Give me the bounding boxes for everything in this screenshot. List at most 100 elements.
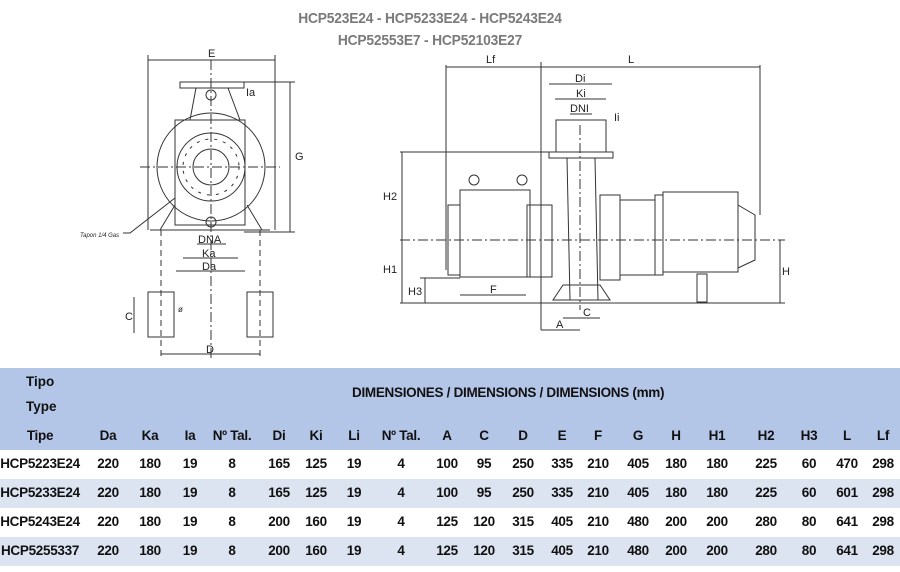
table-cell: 19 xyxy=(346,485,362,500)
table-cell: 125 xyxy=(305,485,327,500)
label-Lf: Lf xyxy=(486,54,496,66)
label-D: D xyxy=(206,344,214,356)
column-header: Ki xyxy=(309,428,323,443)
model-name-cell: HCP5255337 xyxy=(0,543,80,558)
label-L: L xyxy=(628,54,634,66)
table-cell: 641 xyxy=(836,543,858,558)
table-cell: 19 xyxy=(346,456,362,471)
table-cell: 160 xyxy=(305,543,327,558)
table-cell: 405 xyxy=(551,543,573,558)
column-header: Nº Tal. xyxy=(212,428,252,443)
label-H3: H3 xyxy=(408,286,422,298)
table-cell: 298 xyxy=(872,456,894,471)
table-cell: 470 xyxy=(836,456,858,471)
table-cell: 180 xyxy=(139,456,161,471)
table-cell: 405 xyxy=(551,514,573,529)
table-cell: 125 xyxy=(436,543,458,558)
table-cell: 641 xyxy=(836,514,858,529)
table-cell: 4 xyxy=(397,514,405,529)
table-cell: 165 xyxy=(268,485,290,500)
table-cell: 4 xyxy=(397,456,405,471)
table-cell: 200 xyxy=(665,543,687,558)
column-header: E xyxy=(557,428,567,443)
column-header: F xyxy=(594,428,602,443)
label-H: H xyxy=(782,266,790,278)
label-Ki: Ki xyxy=(576,88,586,100)
label-A: A xyxy=(556,319,564,331)
column-header: Ia xyxy=(184,428,196,443)
label-C-side: C xyxy=(583,307,591,319)
table-cell: 250 xyxy=(512,485,534,500)
column-header: H xyxy=(671,428,681,443)
table-cell: 250 xyxy=(512,456,534,471)
table-cell: 95 xyxy=(476,485,492,500)
table-cell: 200 xyxy=(268,543,290,558)
table-cell: 200 xyxy=(665,514,687,529)
table-cell: 601 xyxy=(836,485,858,500)
table-cell: 100 xyxy=(436,485,458,500)
column-header: Di xyxy=(272,428,286,443)
table-cell: 19 xyxy=(182,456,198,471)
table-cell: 298 xyxy=(872,485,894,500)
table-cell: 180 xyxy=(706,485,728,500)
label-H1: H1 xyxy=(383,264,397,276)
header-tipo: Tipo xyxy=(26,374,55,389)
label-tapon: Tapon 1/4 Gas xyxy=(80,233,119,239)
table-cell: 4 xyxy=(397,485,405,500)
table-cell: 19 xyxy=(182,514,198,529)
column-header: H2 xyxy=(757,428,775,443)
column-header: L xyxy=(843,428,851,443)
column-header: Ka xyxy=(141,428,159,443)
column-header: Li xyxy=(348,428,360,443)
table-cell: 180 xyxy=(139,485,161,500)
column-header: G xyxy=(632,428,644,443)
table-cell: 100 xyxy=(436,456,458,471)
table-cell: 225 xyxy=(755,485,777,500)
table-cell: 220 xyxy=(97,543,119,558)
table-cell: 19 xyxy=(346,514,362,529)
dimensions-table: Tipo Type DIMENSIONES / DIMENSIONS / DIM… xyxy=(0,368,900,568)
table-cell: 125 xyxy=(436,514,458,529)
label-Ia: Ia xyxy=(246,87,256,99)
table-cell: 8 xyxy=(228,485,236,500)
table-cell: 298 xyxy=(872,514,894,529)
table-cell: 160 xyxy=(305,514,327,529)
column-header: H3 xyxy=(800,428,818,443)
table-cell: 335 xyxy=(551,456,573,471)
table-cell: 220 xyxy=(97,485,119,500)
table-cell: 280 xyxy=(755,543,777,558)
label-Da: Da xyxy=(202,261,217,273)
column-header: Nº Tal. xyxy=(381,428,421,443)
column-header: Da xyxy=(99,428,117,443)
header-type: Type xyxy=(26,399,57,414)
label-E: E xyxy=(208,48,215,60)
table-cell: 19 xyxy=(182,485,198,500)
table-cell: 60 xyxy=(801,456,817,471)
label-DNI: DNI xyxy=(570,103,589,115)
table-cell: 220 xyxy=(97,514,119,529)
column-header: Tipe xyxy=(26,428,54,443)
table-cell: 225 xyxy=(755,456,777,471)
label-C: C xyxy=(125,311,133,323)
table-cell: 120 xyxy=(473,514,495,529)
table-cell: 210 xyxy=(587,514,609,529)
column-header: A xyxy=(442,428,452,443)
table-cell: 120 xyxy=(473,543,495,558)
table-cell: 220 xyxy=(97,456,119,471)
table-cell: 60 xyxy=(801,485,817,500)
table-cell: 8 xyxy=(228,543,236,558)
model-name-cell: HCP5233E24 xyxy=(0,485,80,500)
table-cell: 95 xyxy=(476,456,492,471)
table-cell: 200 xyxy=(706,514,728,529)
table-cell: 480 xyxy=(627,543,649,558)
table-cell: 19 xyxy=(346,543,362,558)
table-cell: 180 xyxy=(139,543,161,558)
table-cell: 165 xyxy=(268,456,290,471)
table-cell: 125 xyxy=(305,456,327,471)
table-cell: 4 xyxy=(397,543,405,558)
table-cell: 280 xyxy=(755,514,777,529)
table-cell: 8 xyxy=(228,514,236,529)
